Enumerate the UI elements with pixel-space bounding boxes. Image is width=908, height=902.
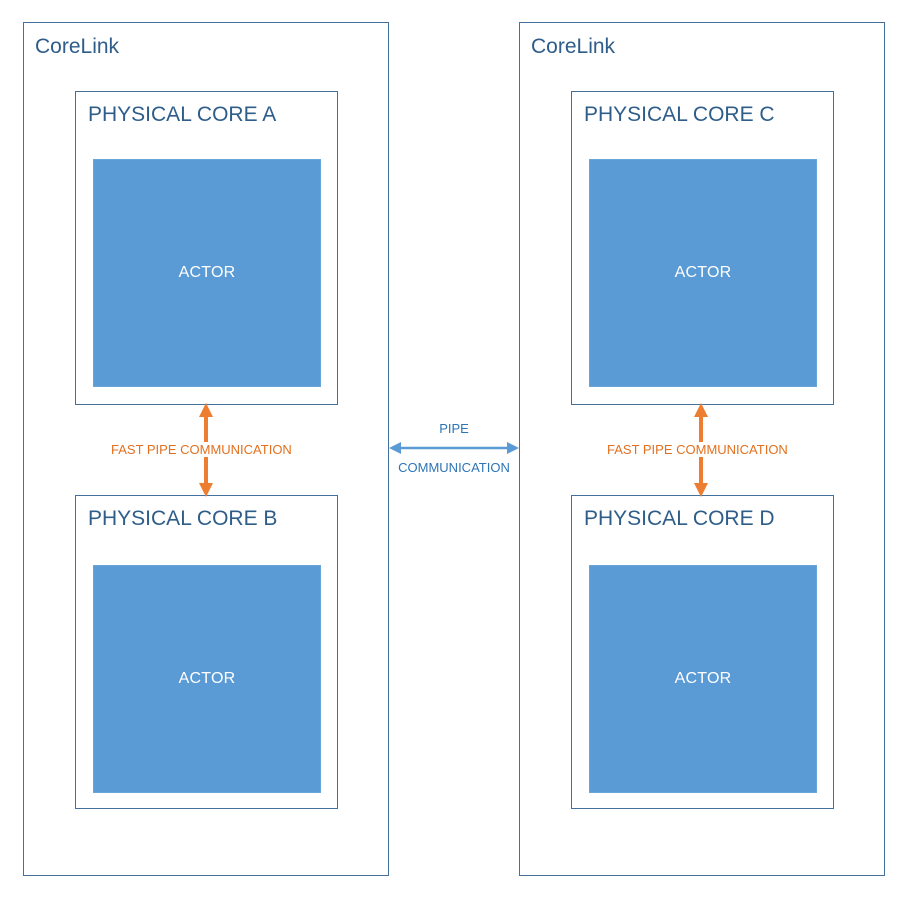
actor-label: ACTOR [178, 670, 236, 687]
container-title: CoreLink [35, 35, 120, 58]
actor-label: ACTOR [178, 264, 236, 281]
core-title: PHYSICAL CORE D [584, 507, 775, 530]
actor-box: ACTOR [589, 159, 817, 387]
actor-box: ACTOR [589, 565, 817, 793]
pipe-label-line1: PIPE [439, 421, 469, 436]
core-title: PHYSICAL CORE B [88, 507, 278, 530]
fast-pipe-label-right: FAST PIPE COMMUNICATION [605, 442, 790, 457]
container-title: CoreLink [531, 35, 616, 58]
actor-label: ACTOR [674, 670, 732, 687]
core-title: PHYSICAL CORE A [88, 103, 277, 126]
pipe-label-line2: COMMUNICATION [398, 460, 510, 475]
physical-core-c: PHYSICAL CORE C ACTOR [571, 91, 834, 405]
physical-core-d: PHYSICAL CORE D ACTOR [571, 495, 834, 809]
actor-box: ACTOR [93, 159, 321, 387]
actor-label: ACTOR [674, 264, 732, 281]
actor-box: ACTOR [93, 565, 321, 793]
core-title: PHYSICAL CORE C [584, 103, 775, 126]
fast-pipe-label-left: FAST PIPE COMMUNICATION [109, 442, 294, 457]
physical-core-a: PHYSICAL CORE A ACTOR [75, 91, 338, 405]
pipe-arrow [389, 442, 519, 454]
physical-core-b: PHYSICAL CORE B ACTOR [75, 495, 338, 809]
